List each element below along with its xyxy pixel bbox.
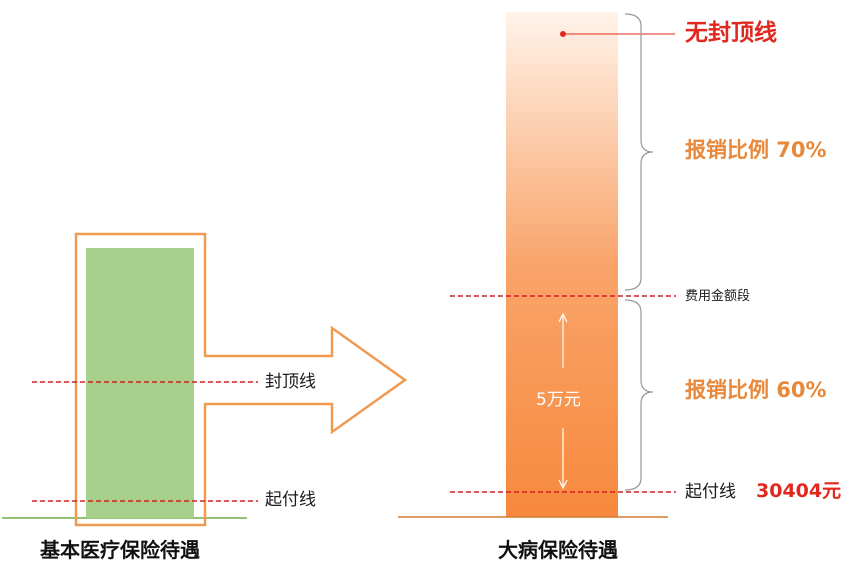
upper-ratio-label: 报销比例 70% bbox=[685, 138, 827, 162]
critical-illness-caption: 大病保险待遇 bbox=[498, 538, 618, 562]
segment-label: 费用金额段 bbox=[685, 289, 751, 304]
upper-brace bbox=[624, 13, 654, 291]
lower-ratio-label: 报销比例 60% bbox=[685, 378, 827, 402]
lower-brace bbox=[624, 299, 654, 491]
transition-arrow bbox=[74, 232, 408, 527]
no-cap-label: 无封顶线 bbox=[685, 20, 777, 46]
segment-down-arrowhead bbox=[558, 479, 568, 490]
critical-illness-bar bbox=[506, 12, 618, 517]
right-deductible-label: 起付线 bbox=[685, 482, 736, 502]
segment-up-arrowhead bbox=[558, 312, 568, 323]
basic-insurance-caption: 基本医疗保险待遇 bbox=[40, 538, 200, 562]
left-cap-line-label: 封顶线 bbox=[265, 372, 316, 392]
basic-coverage-bar bbox=[86, 248, 194, 518]
right-deductible-amount: 30404元 bbox=[756, 480, 842, 502]
left-deductible-label: 起付线 bbox=[265, 490, 316, 510]
segment-amount-label: 5万元 bbox=[536, 390, 581, 410]
